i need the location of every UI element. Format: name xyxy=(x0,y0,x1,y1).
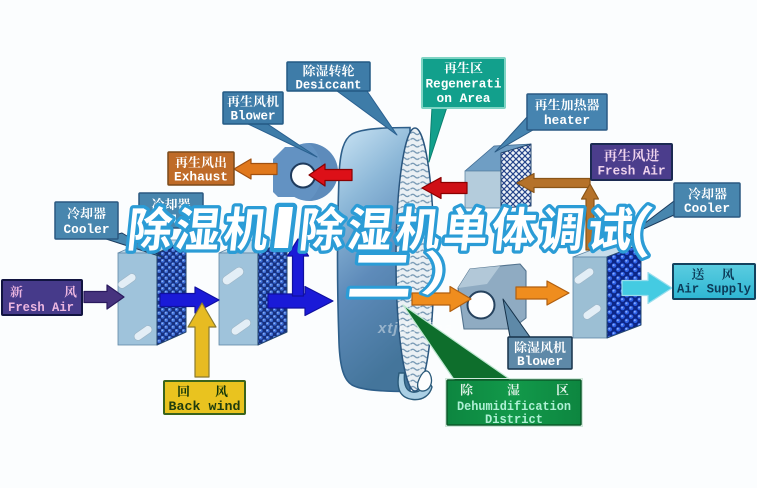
svg-text:Cooler: Cooler xyxy=(64,223,110,237)
svg-text:Blower: Blower xyxy=(517,355,563,369)
svg-text:Blower: Blower xyxy=(231,110,276,124)
svg-text:heater: heater xyxy=(544,114,590,128)
svg-text:on Area: on Area xyxy=(437,92,492,106)
svg-text:Desiccant: Desiccant xyxy=(296,79,362,93)
svg-text:Exhaust: Exhaust xyxy=(174,171,228,185)
svg-text:Fresh Air: Fresh Air xyxy=(8,301,74,315)
svg-text:Fresh Air: Fresh Air xyxy=(598,165,666,179)
svg-text:Dehumidification: Dehumidification xyxy=(457,400,571,414)
svg-text:Back wind: Back wind xyxy=(169,399,241,414)
svg-text:Air Supply: Air Supply xyxy=(677,283,751,297)
svg-text:District: District xyxy=(485,413,543,427)
svg-text:Regenerati: Regenerati xyxy=(426,78,502,92)
svg-text:Cooler: Cooler xyxy=(684,202,730,216)
